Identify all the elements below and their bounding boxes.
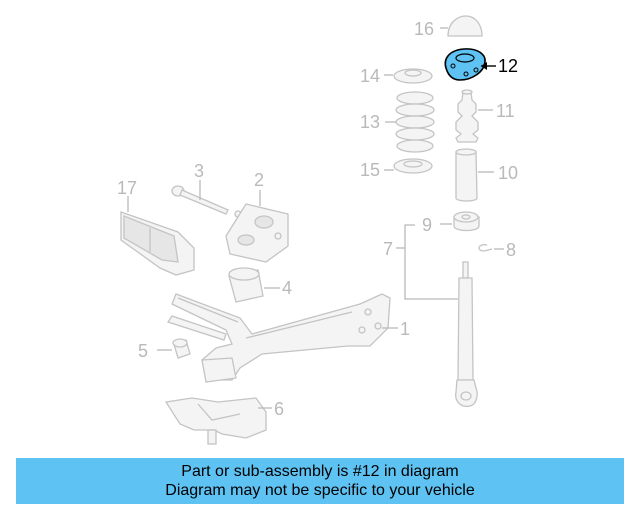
part-14-spring-seat (384, 68, 433, 84)
callout-2: 2 (254, 170, 264, 190)
part-2-bracket (225, 190, 289, 263)
callout-5: 5 (138, 341, 148, 361)
part-16-cap (440, 15, 483, 37)
callout-12: 12 (498, 56, 518, 76)
callout-14: 14 (360, 66, 380, 86)
callout-16: 16 (414, 19, 434, 39)
callout-15: 15 (360, 160, 380, 180)
part-7-shock-absorber (455, 261, 478, 408)
part-7-bracket (396, 224, 458, 300)
callout-4: 4 (282, 278, 292, 298)
callout-17: 17 (117, 178, 137, 198)
info-banner: Part or sub-assembly is #12 in diagram D… (16, 458, 624, 504)
callout-11: 11 (496, 101, 515, 121)
callout-9: 9 (422, 215, 432, 235)
callout-13: 13 (360, 112, 380, 132)
part-5-bushing (157, 338, 191, 359)
part-17-mount (120, 196, 195, 276)
callout-3: 3 (194, 161, 204, 181)
part-13-coil-spring (385, 91, 435, 153)
callout-1: 1 (400, 319, 410, 339)
part-10-dust-boot (455, 148, 494, 202)
callout-7: 7 (383, 239, 393, 259)
callout-8: 8 (506, 240, 516, 260)
banner-line-2: Diagram may not be specific to your vehi… (165, 482, 475, 499)
part-8-clip (478, 244, 504, 252)
banner-line-1: Part or sub-assembly is #12 in diagram (181, 463, 459, 480)
callout-6: 6 (274, 399, 284, 419)
part-6-shield (164, 397, 272, 445)
part-12-strut-mount[interactable] (444, 48, 496, 81)
part-9-bushing (440, 211, 480, 232)
part-15-spring-pad (384, 158, 433, 174)
part-1-axle-beam (166, 293, 398, 383)
part-11-bump-stop (455, 89, 493, 143)
part-4-bushing (228, 267, 280, 303)
callout-10: 10 (498, 163, 518, 183)
part-3-bolt (171, 180, 242, 218)
